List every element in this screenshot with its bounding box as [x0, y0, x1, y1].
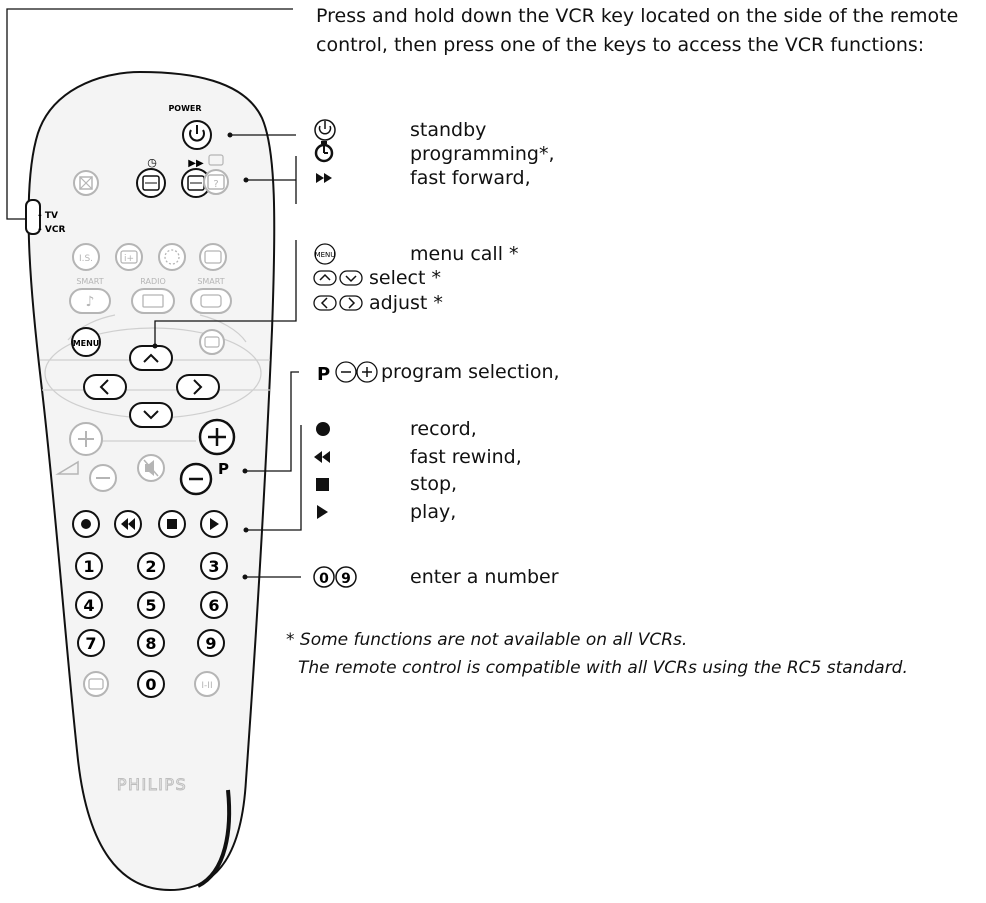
- select-label: select *: [369, 266, 441, 290]
- up-down-icons: [314, 271, 362, 285]
- smart-sound-button[interactable]: ♪: [70, 289, 110, 313]
- record-icon: [316, 422, 330, 436]
- svg-text:MENU: MENU: [73, 339, 100, 348]
- cursor-up-button[interactable]: [130, 346, 172, 370]
- fast-rewind-label: fast rewind,: [410, 445, 522, 469]
- fast-forward-icon: [316, 173, 332, 183]
- smart-sound-label: SMART: [76, 277, 103, 286]
- svg-text:6: 6: [208, 596, 219, 615]
- play-icon: [317, 505, 328, 519]
- format-button[interactable]: [200, 244, 226, 270]
- play-button[interactable]: [201, 511, 227, 537]
- stop-button[interactable]: [159, 511, 185, 537]
- zero-nine-icons: 0 9: [314, 567, 356, 587]
- fast-forward-label: fast forward,: [410, 166, 531, 190]
- svg-text:♪: ♪: [86, 294, 95, 310]
- smart-picture-label: SMART: [197, 277, 224, 286]
- programming-label: programming*,: [410, 142, 555, 166]
- teletext-button[interactable]: [200, 330, 224, 354]
- digit-2-button[interactable]: 2: [138, 553, 164, 579]
- radio-label: RADIO: [140, 277, 166, 286]
- digit-9-button[interactable]: 9: [198, 630, 224, 656]
- tv-label: - TV: [38, 211, 58, 221]
- cursor-down-button[interactable]: [130, 403, 172, 427]
- enter-number-label: enter a number: [410, 565, 559, 589]
- ff-glyph: ▶▶: [188, 158, 204, 169]
- radio-button[interactable]: [132, 289, 174, 313]
- record-label: record,: [410, 417, 477, 441]
- volume-minus-button[interactable]: [90, 465, 116, 491]
- info-button[interactable]: i+: [116, 244, 142, 270]
- stop-icon: [316, 478, 329, 491]
- footnote-line-2: The remote control is compatible with al…: [286, 654, 908, 682]
- stop-label: stop,: [410, 472, 457, 496]
- digit-4-button[interactable]: 4: [76, 592, 102, 618]
- program-selection-label: program selection,: [381, 360, 560, 384]
- adjust-label: adjust *: [369, 291, 443, 315]
- is-button[interactable]: I.S.: [73, 244, 99, 270]
- menu-button[interactable]: MENU: [72, 328, 100, 356]
- digit-7-button[interactable]: 7: [78, 630, 104, 656]
- play-label: play,: [410, 500, 456, 524]
- digit-0-button[interactable]: 0: [138, 671, 164, 697]
- timer-glyph: ◷: [147, 156, 157, 169]
- svg-text:3: 3: [208, 557, 219, 576]
- programming-icon: [316, 141, 332, 161]
- volume-plus-button[interactable]: [70, 423, 102, 455]
- cursor-right-button[interactable]: [177, 375, 219, 399]
- help-button[interactable]: ?: [204, 170, 228, 194]
- menu-call-label: menu call *: [410, 242, 519, 266]
- p-minus-plus-icons: P: [317, 362, 377, 385]
- program-plus-button[interactable]: [200, 420, 234, 454]
- mute-button[interactable]: [138, 455, 164, 481]
- svg-text:7: 7: [85, 634, 96, 653]
- svg-text:8: 8: [145, 634, 156, 653]
- programming-button[interactable]: [137, 169, 165, 197]
- left-right-icons: [314, 296, 362, 310]
- svg-text:?: ?: [213, 179, 218, 190]
- svg-text:0: 0: [145, 675, 156, 694]
- power-label: POWER: [168, 104, 201, 113]
- digit-5-button[interactable]: 5: [138, 592, 164, 618]
- svg-text:P: P: [317, 364, 330, 385]
- cursor-left-button[interactable]: [84, 375, 126, 399]
- dual-sound-button[interactable]: I-II: [195, 672, 219, 696]
- svg-text:MENU: MENU: [315, 251, 336, 259]
- svg-text:I.S.: I.S.: [79, 254, 93, 264]
- p-label: P: [218, 460, 229, 478]
- svg-text:9: 9: [205, 634, 216, 653]
- svg-text:2: 2: [145, 557, 156, 576]
- cancel-button[interactable]: [74, 171, 98, 195]
- svg-text:0: 0: [319, 571, 329, 587]
- svg-text:I-II: I-II: [201, 681, 212, 691]
- brand-logo: PHILIPS: [117, 775, 187, 794]
- vcr-label: - VCR: [38, 225, 65, 235]
- sleep-timer-button[interactable]: [159, 244, 185, 270]
- footnote-line-1: * Some functions are not available on al…: [286, 626, 908, 654]
- standby-label: standby: [410, 118, 486, 142]
- svg-text:5: 5: [145, 596, 156, 615]
- svg-text:4: 4: [83, 596, 94, 615]
- program-minus-button[interactable]: [181, 464, 211, 494]
- smart-picture-button[interactable]: [191, 289, 231, 313]
- digit-6-button[interactable]: 6: [201, 592, 227, 618]
- rewind-button[interactable]: [115, 511, 141, 537]
- menu-icon: MENU: [315, 244, 336, 264]
- digit-3-button[interactable]: 3: [201, 553, 227, 579]
- standby-icon: [315, 120, 335, 140]
- svg-text:i+: i+: [124, 254, 134, 264]
- record-button[interactable]: [73, 511, 99, 537]
- svg-text:1: 1: [83, 557, 94, 576]
- svg-text:9: 9: [341, 571, 351, 587]
- av-button[interactable]: [84, 672, 108, 696]
- power-button[interactable]: [183, 121, 211, 149]
- rewind-icon: [314, 451, 330, 463]
- digit-8-button[interactable]: 8: [138, 630, 164, 656]
- digit-1-button[interactable]: 1: [76, 553, 102, 579]
- footnote: * Some functions are not available on al…: [286, 626, 908, 682]
